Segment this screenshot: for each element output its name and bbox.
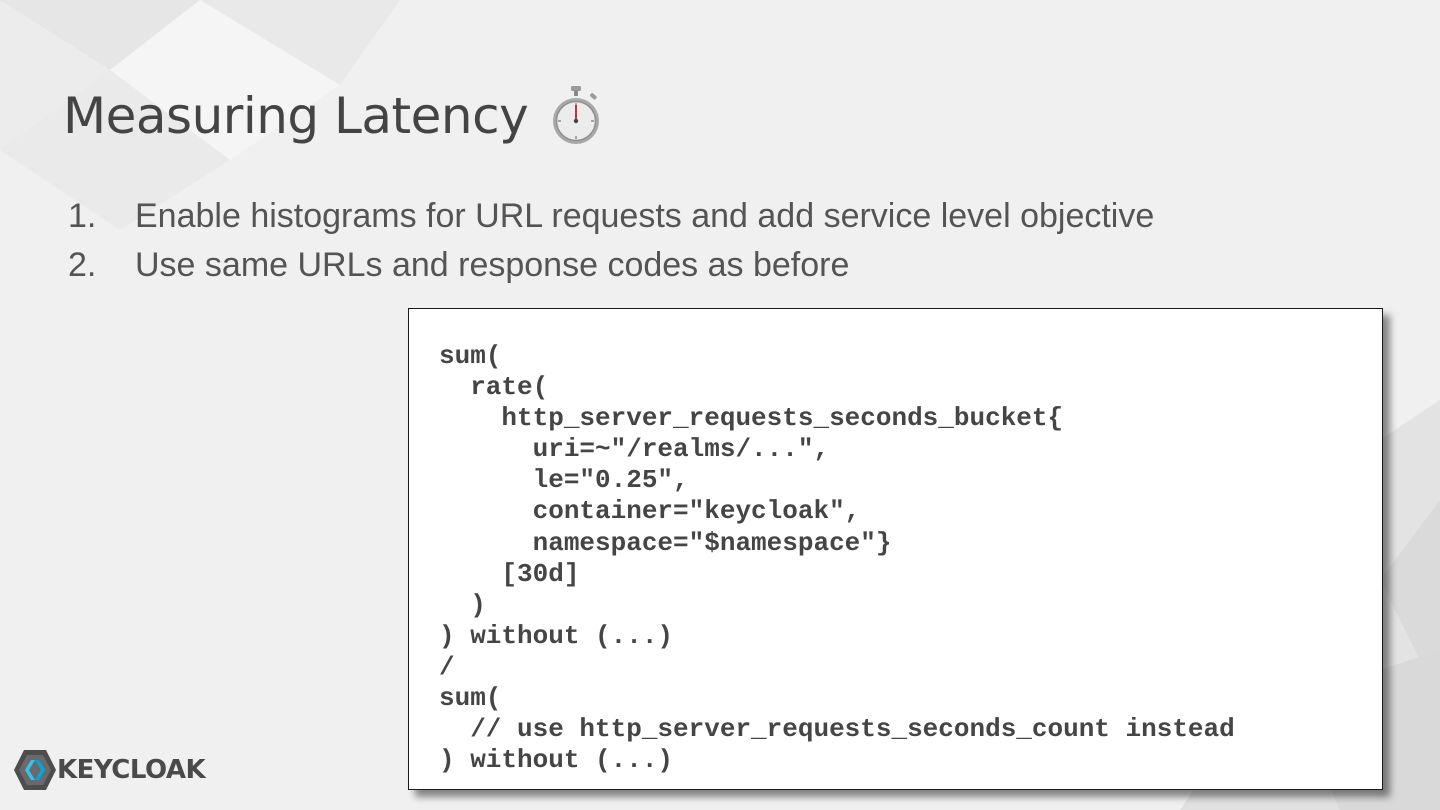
list-item-number: 2. (68, 246, 97, 284)
code-line: ) without (...) (439, 745, 674, 776)
stopwatch-icon (553, 86, 600, 144)
code-line: uri=~"/realms/...", (439, 434, 830, 465)
code-line: rate( (439, 372, 549, 403)
keycloak-logo-text: KEYCLOAK (57, 755, 206, 785)
bullet-list: 1. Enable histograms for URL requests an… (68, 196, 1154, 294)
code-line: // use http_server_requests_seconds_coun… (439, 714, 1235, 745)
code-line: [30d] (439, 558, 580, 589)
keycloak-logo: KEYCLOAK (14, 748, 206, 792)
code-line: ) (439, 589, 486, 620)
code-line: / (439, 651, 455, 682)
code-text: sum( rate( http_server_requests_seconds_… (439, 341, 1235, 776)
code-block: sum( rate( http_server_requests_seconds_… (408, 308, 1383, 790)
code-line: sum( (439, 341, 502, 371)
code-line: container="keycloak", (439, 496, 861, 527)
code-line: le="0.25", (439, 465, 689, 496)
code-line: sum( (439, 683, 502, 714)
code-line: namespace="$namespace"} (439, 527, 892, 558)
list-item: 2. Use same URLs and response codes as b… (68, 245, 1154, 294)
list-item-text: Enable histograms for URL requests and a… (135, 197, 1155, 235)
code-line: http_server_requests_seconds_bucket{ (439, 403, 1064, 434)
code-line: ) without (...) (439, 620, 674, 651)
slide-title: Measuring Latency (63, 86, 604, 146)
slide-title-text: Measuring Latency (63, 87, 529, 145)
keycloak-logo-icon (14, 750, 56, 790)
list-item-text: Use same URLs and response codes as befo… (135, 246, 850, 284)
list-item: 1. Enable histograms for URL requests an… (68, 196, 1154, 245)
list-item-number: 1. (68, 197, 97, 235)
